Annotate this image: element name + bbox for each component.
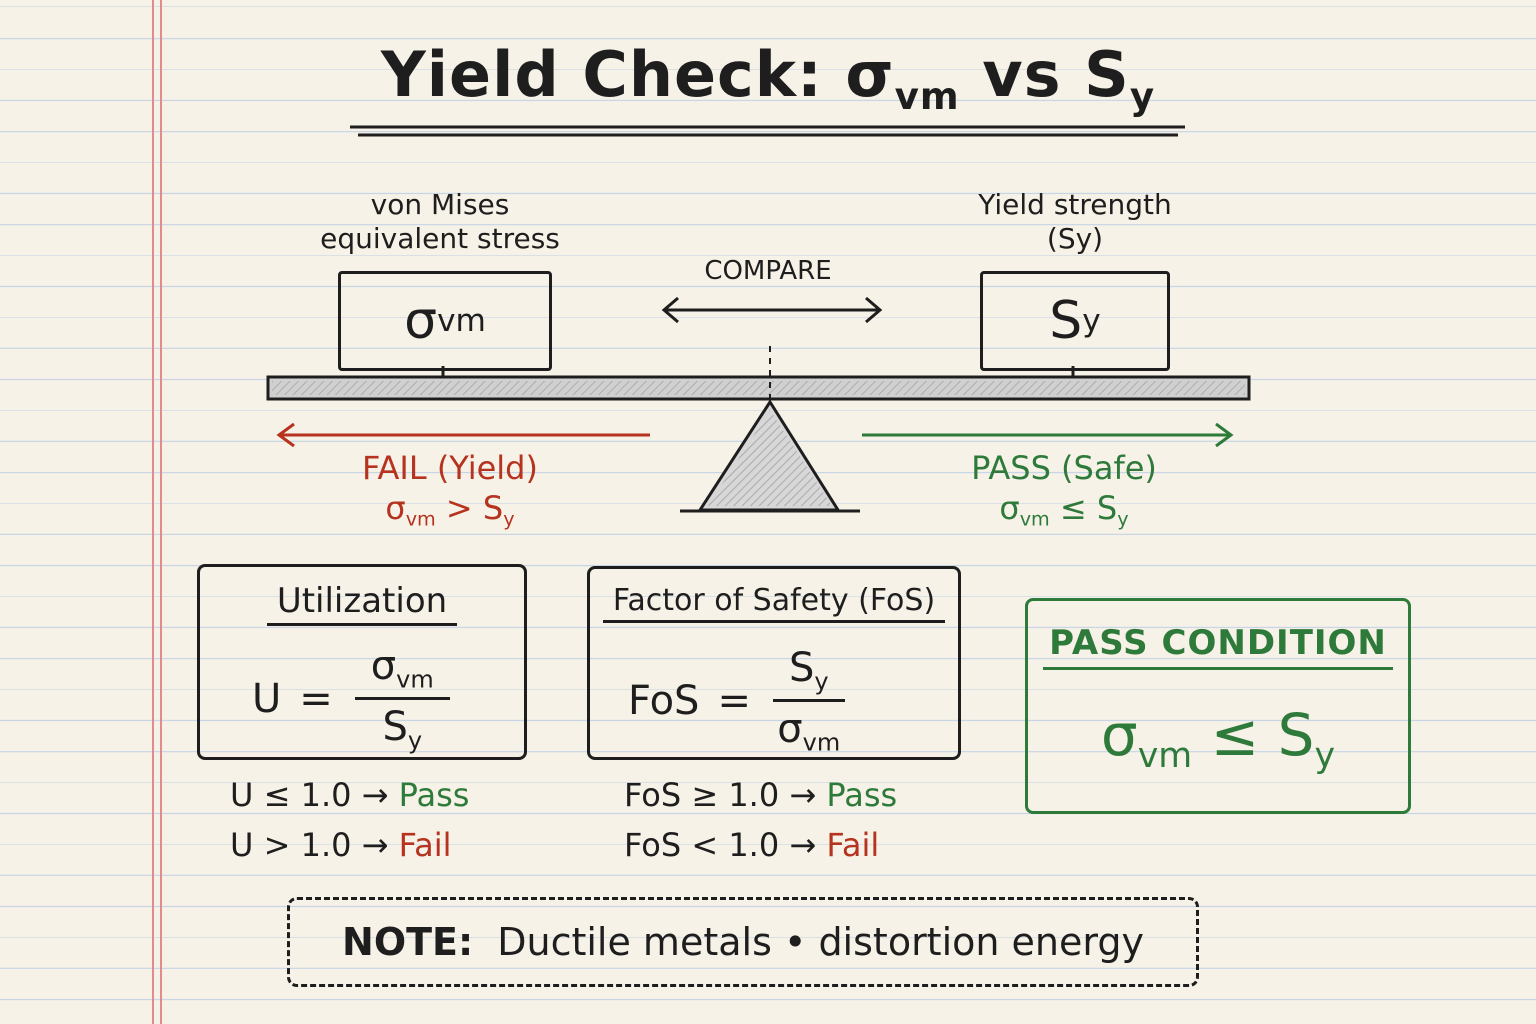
pass-condition-title: PASS CONDITION [1028, 623, 1408, 670]
utilization-rule-fail: U > 1.0 → Fail [230, 826, 452, 864]
pass-condition-box: PASS CONDITION σvm ≤ Sy [1025, 598, 1411, 814]
utilization-title: Utilization [200, 581, 524, 626]
utilization-formula: U = σvm Sy [252, 643, 450, 755]
compare-arrow [661, 296, 883, 324]
fos-formula: FoS = Sy σvm [628, 645, 845, 757]
fos-title: Factor of Safety (FoS) [590, 583, 958, 623]
note-box: NOTE: Ductile metals • distortion energy [287, 897, 1199, 987]
pass-condition-formula: σvm ≤ Sy [1100, 701, 1336, 777]
note-text: Ductile metals • distortion energy [497, 920, 1144, 964]
balance-scale [266, 296, 1251, 513]
fail-label: FAIL (Yield) σvm > Sy [300, 448, 600, 540]
page-title: Yield Check: σvm vs Sy [380, 38, 1156, 119]
notebook-margin-line-2 [160, 0, 162, 1024]
fos-rule-pass: FoS ≥ 1.0 → Pass [624, 776, 898, 814]
fos-box: Factor of Safety (FoS) FoS = Sy σvm [587, 566, 961, 760]
fos-rule-fail: FoS < 1.0 → Fail [624, 826, 880, 864]
note-label: NOTE: [342, 920, 474, 964]
pass-arrow [862, 422, 1234, 448]
utilization-rule-pass: U ≤ 1.0 → Pass [230, 776, 470, 814]
fail-arrow [276, 422, 650, 448]
notebook-margin-line [152, 0, 154, 1024]
title-underline [350, 125, 1185, 137]
von-mises-label: von Mises equivalent stress [320, 188, 560, 255]
yield-strength-label: Yield strength (Sy) [978, 188, 1172, 255]
fail-condition: σvm > Sy [385, 489, 515, 531]
pass-label: PASS (Safe) σvm ≤ Sy [914, 448, 1214, 540]
compare-label: COMPARE [704, 256, 832, 286]
utilization-box: Utilization U = σvm Sy [197, 564, 527, 760]
pass-condition: σvm ≤ Sy [999, 489, 1129, 531]
